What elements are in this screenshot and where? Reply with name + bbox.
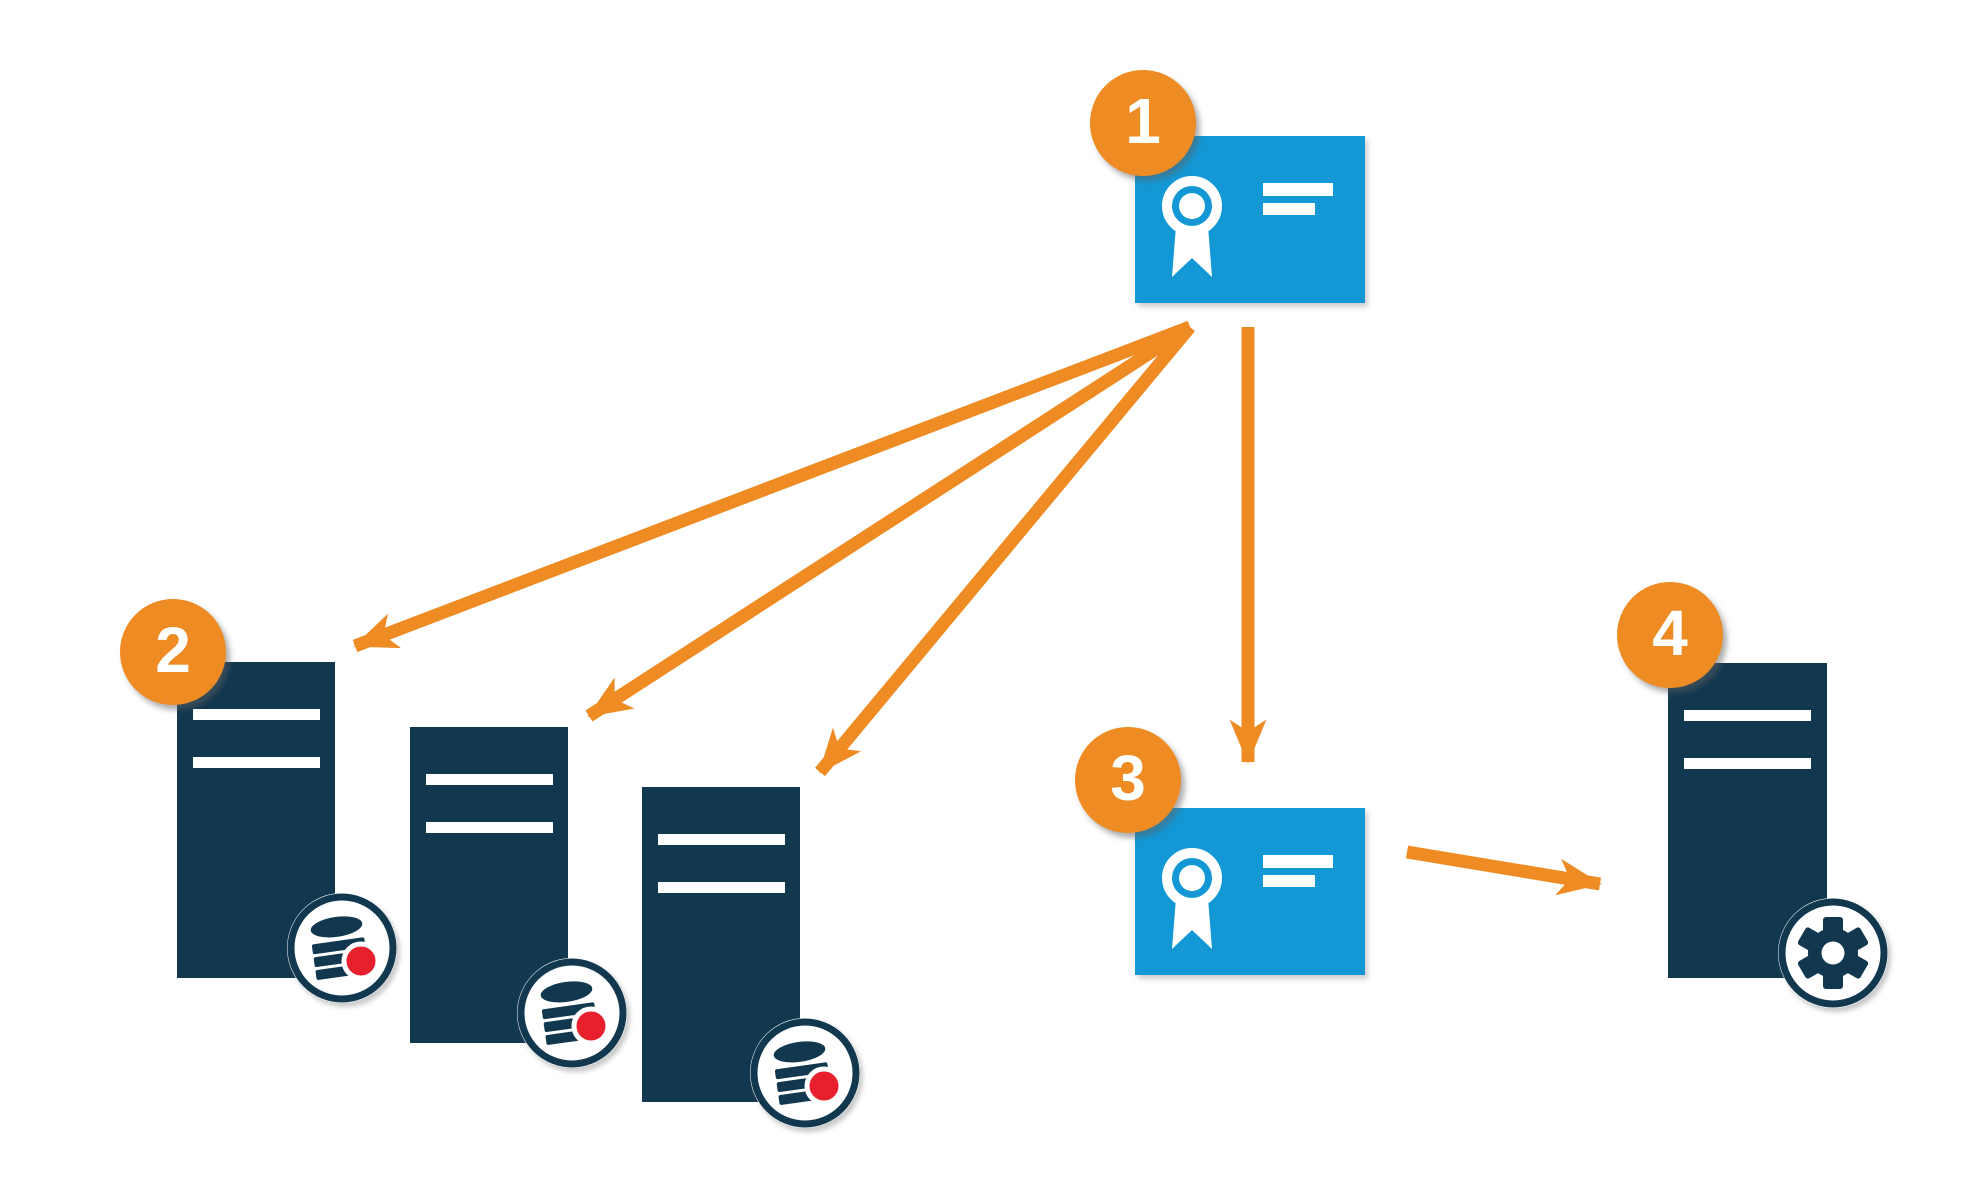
certificate-icon [1135,808,1365,975]
database-record-badge-1 [287,893,397,1003]
server-vent-line [193,757,320,768]
step-number: 2 [155,614,191,686]
database-record-icon [287,893,397,1003]
server-vent-line [1684,710,1811,721]
database-record-badge-3 [750,1018,860,1128]
step-number: 3 [1110,742,1146,814]
database-record-icon [517,958,627,1068]
server-vent-line [426,774,553,785]
rosette-center [1179,193,1205,219]
server-vent-line [1684,758,1811,769]
step-badge-3: 3 [1075,727,1181,833]
rosette-ribbon [1172,226,1212,277]
record-dot [341,941,381,981]
step-number: 1 [1125,85,1161,157]
arrow-cert-to-server-1 [352,320,1193,653]
cert-text-line [1263,875,1315,887]
step-number: 4 [1652,597,1688,669]
step-badge-2: 2 [120,599,226,705]
record-dot [804,1066,844,1106]
gear-glyph [1797,917,1869,989]
server-vent-line [193,709,320,720]
arrow-cert-to-server-3 [815,322,1195,777]
gear-badge [1778,898,1888,1008]
server-vent-line [658,882,785,893]
cert-text-line [1263,183,1333,196]
step-badge-4: 4 [1617,582,1723,688]
arrow-cert-to-management-server [1405,845,1602,896]
record-dot [571,1006,611,1046]
rosette-center [1179,865,1205,891]
cert-text-line [1263,855,1333,868]
cert-text-line [1263,203,1315,215]
database-record-badge-2 [517,958,627,1068]
arrow-cert-to-server-2 [585,321,1194,722]
certificate-2 [1135,808,1365,975]
step-badge-1: 1 [1090,70,1196,176]
gear-icon [1778,898,1888,1008]
server-vent-line [658,834,785,845]
server-vent-line [426,822,553,833]
rosette-ribbon [1172,898,1212,949]
database-record-icon [750,1018,860,1128]
